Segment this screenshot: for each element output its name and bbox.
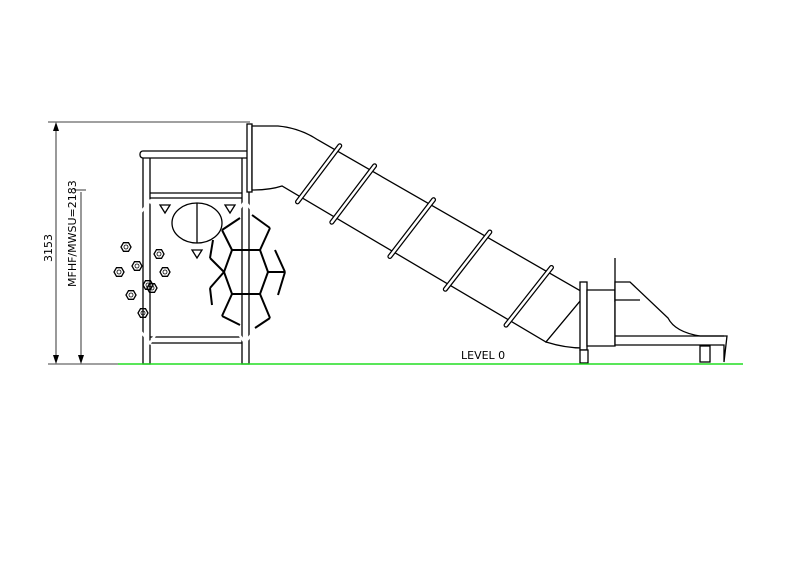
climbing-holds bbox=[113, 242, 171, 318]
slide-ring bbox=[388, 198, 435, 258]
climbing-net bbox=[209, 214, 286, 329]
dimension-total-height bbox=[48, 121, 250, 365]
climbing-hold bbox=[113, 267, 125, 277]
climbing-hold bbox=[120, 242, 132, 252]
ground-label: LEVEL 0 bbox=[461, 349, 505, 362]
dimension-total-height-label: 3153 bbox=[42, 234, 55, 262]
climbing-hold bbox=[159, 267, 171, 277]
slide-ring bbox=[504, 266, 553, 327]
slide-ring bbox=[444, 230, 492, 291]
dimension-fall-height-label: MFHF/MWSU=2183 bbox=[66, 180, 79, 287]
dimension-fall-height bbox=[74, 189, 86, 364]
climbing-hold bbox=[153, 249, 165, 259]
slide-ring bbox=[330, 164, 376, 224]
climbing-hold bbox=[137, 308, 149, 318]
climbing-hold bbox=[146, 283, 158, 293]
climbing-hold bbox=[131, 261, 143, 271]
slide-ring bbox=[296, 144, 342, 204]
slide bbox=[246, 123, 728, 364]
porthole bbox=[158, 202, 237, 260]
climbing-hold bbox=[125, 290, 137, 300]
